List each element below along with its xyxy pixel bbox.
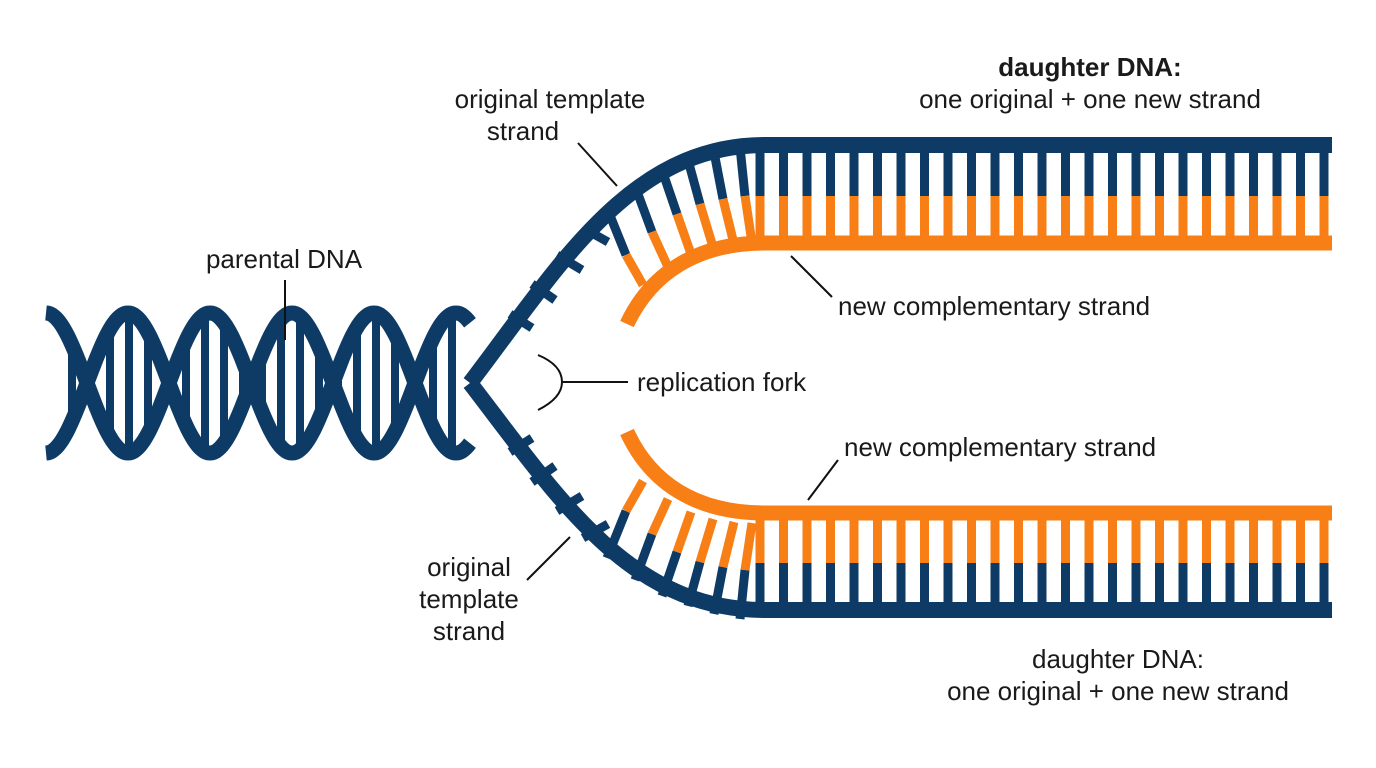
top-new-backbone <box>620 235 1332 328</box>
leader-top-new <box>790 255 833 298</box>
label-bottom-daughter-desc: one original + one new strand <box>947 676 1289 706</box>
fork-base-bottom-new <box>695 517 718 564</box>
label-parental-dna: parental DNA <box>206 244 363 274</box>
fork-base-top-new <box>622 252 647 288</box>
fork-base-top-new <box>740 195 757 244</box>
fork-base-pairs <box>507 145 1329 620</box>
parental-helix <box>45 305 476 461</box>
fork-base-bottom-new <box>718 520 739 569</box>
label-top-daughter-title: daughter DNA: <box>998 52 1181 82</box>
helix-strand-a <box>45 305 476 461</box>
fork-base-bottom-new <box>647 497 673 536</box>
fork-base-top-new <box>718 197 739 246</box>
fork-base-bottom-new <box>672 510 696 554</box>
leader-lines <box>284 142 839 581</box>
label-bottom-template-line1: original <box>427 552 511 582</box>
bottom-new-backbone <box>620 428 1332 521</box>
label-bottom-template-line3: strand <box>433 616 505 646</box>
helix-backbones <box>45 305 476 461</box>
helix-strand-b <box>45 305 476 461</box>
fork-base-top-original <box>709 151 728 200</box>
label-top-template-line2: strand <box>487 116 559 146</box>
label-bottom-new-strand: new complementary strand <box>844 432 1156 462</box>
fork-region <box>463 137 1332 620</box>
label-bottom-template-line2: template <box>419 584 519 614</box>
fork-base-bottom-new <box>622 478 647 514</box>
label-replication-fork: replication fork <box>637 367 807 397</box>
label-bottom-daughter-title: daughter DNA: <box>1032 644 1204 674</box>
fork-base-top-new <box>647 230 673 269</box>
bottom-original-backbone <box>463 378 1332 618</box>
label-top-template-line1: original template <box>455 84 646 114</box>
fork-bracket <box>537 354 628 411</box>
fork-base-top-new <box>672 212 696 256</box>
leader-top-template <box>577 142 618 187</box>
top-original-backbone <box>463 137 1332 388</box>
leader-bottom-template <box>526 536 571 581</box>
labels: parental DNA original template strand da… <box>206 52 1289 706</box>
fork-base-top-original <box>735 146 750 197</box>
fork-base-bottom-new <box>740 522 757 571</box>
leader-bottom-new <box>807 459 839 501</box>
label-top-daughter-desc: one original + one new strand <box>919 84 1261 114</box>
fork-base-top-new <box>695 202 718 249</box>
label-top-new-strand: new complementary strand <box>838 291 1150 321</box>
